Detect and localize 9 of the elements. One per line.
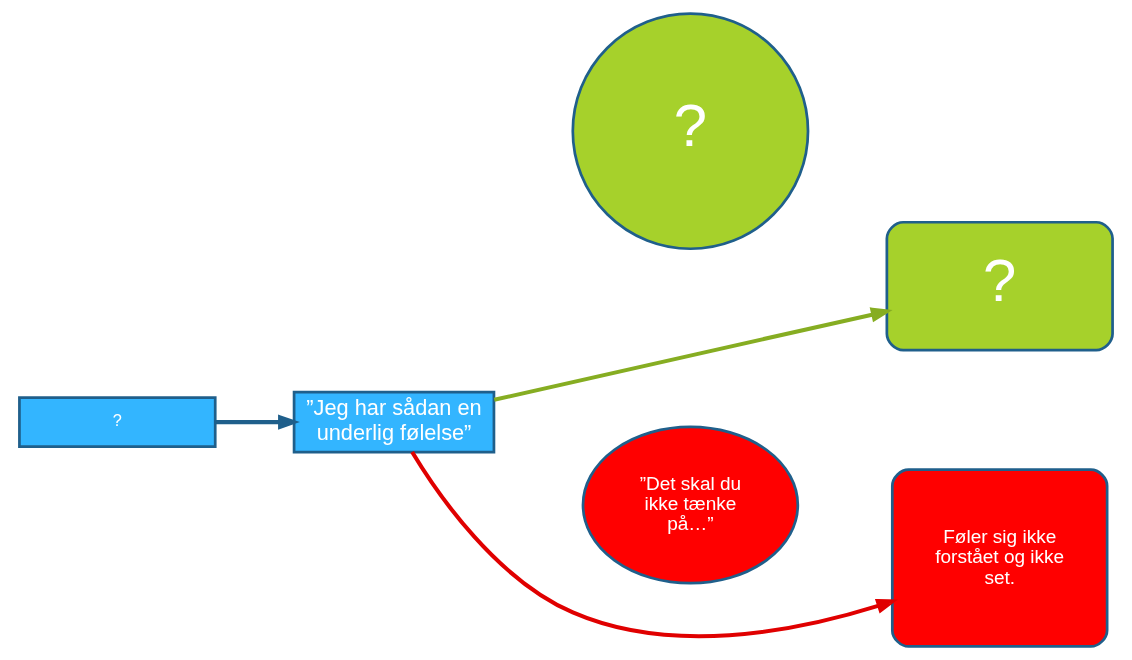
arrow	[493, 307, 893, 402]
arrow	[215, 414, 300, 430]
arrow	[410, 450, 899, 639]
node-box: ”Jeg har sådan en underlig følelse”	[292, 390, 496, 454]
node-box: Føler sig ikke forstået og ikke set.	[890, 468, 1109, 648]
node-ellipse: ”Det skal du ikke tænke på…”	[581, 425, 800, 585]
node-circle: ?	[571, 12, 810, 251]
node-box: ?	[885, 220, 1114, 352]
node-box: ?	[18, 396, 217, 448]
